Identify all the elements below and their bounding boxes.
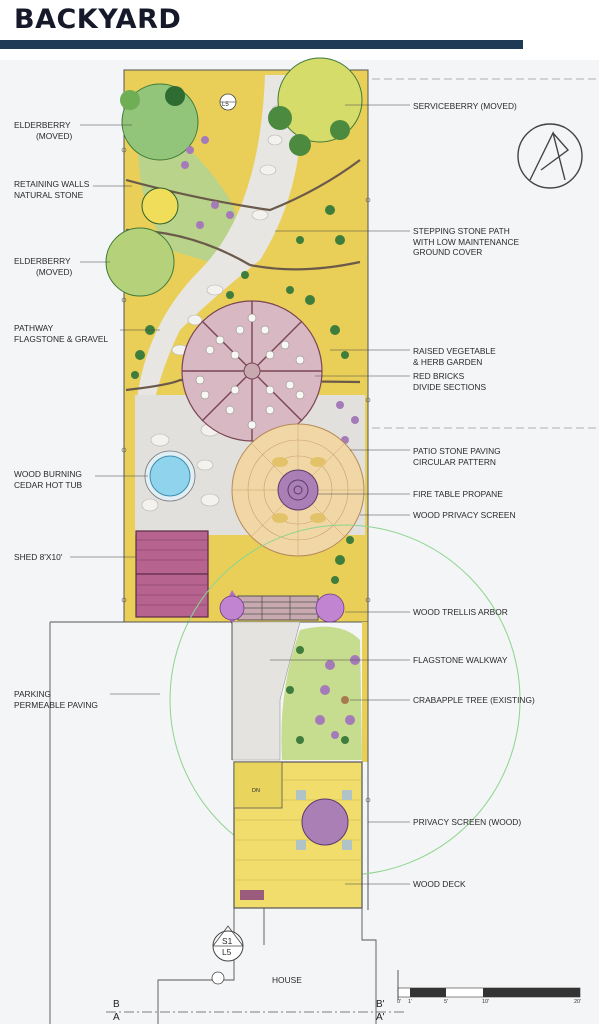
label-patio: PATIO STONE PAVING CIRCULAR PATTERN xyxy=(413,446,501,467)
retaining-wall-3 xyxy=(125,228,361,271)
label-elderberry-top: ELDERBERRY (MOVED) xyxy=(14,120,73,141)
label-stepping-stone: STEPPING STONE PATH WITH LOW MAINTENANCE… xyxy=(413,226,520,257)
shrub-cluster xyxy=(330,120,350,140)
detail-tag-bottom-text: L5 xyxy=(222,947,232,957)
detail-tag-top-text: S1 xyxy=(222,936,233,946)
scale-label-10: 10' xyxy=(482,999,490,1005)
label-serviceberry: SERVICEBERRY (MOVED) xyxy=(413,101,517,111)
label-fire-table: FIRE TABLE PROPANE xyxy=(413,489,503,499)
elderberry-mid-canopy xyxy=(105,227,175,297)
north-arrow-icon xyxy=(517,123,583,189)
label-retaining-walls: RETAINING WALLS NATURAL STONE xyxy=(14,179,90,200)
label-hot-tub: WOOD BURNING CEDAR HOT TUB xyxy=(14,469,83,490)
trellis-arbor xyxy=(219,590,345,625)
scale-label-20: 20' xyxy=(574,999,582,1005)
label-walkway: FLAGSTONE WALKWAY xyxy=(413,655,508,665)
wood-deck xyxy=(233,761,363,909)
page-title: BACKYARD xyxy=(14,4,182,35)
section-marker-b: B xyxy=(113,999,120,1010)
deck-note: DN xyxy=(252,788,260,794)
patio-circular-paving xyxy=(231,423,365,557)
label-parking: PARKING PERMEABLE PAVING xyxy=(14,689,98,710)
label-privacy-screen-lower: PRIVACY SCREEN (WOOD) xyxy=(413,817,522,827)
shrub-cluster xyxy=(120,90,140,110)
deck-table xyxy=(301,798,349,846)
label-deck: WOOD DECK xyxy=(413,879,466,889)
shrub-cluster xyxy=(165,86,185,106)
scale-bar xyxy=(397,970,581,1000)
vegetable-garden-circle xyxy=(181,300,323,442)
label-crabapple: CRABAPPLE TREE (EXISTING) xyxy=(413,695,535,705)
house-label: HOUSE xyxy=(272,975,302,985)
label-vegetable-garden: RAISED VEGETABLE & HERB GARDEN xyxy=(413,346,496,367)
section-marker-b-prime: B' xyxy=(376,999,385,1010)
label-red-bricks: RED BRICKS DIVIDE SECTIONS xyxy=(413,371,487,392)
detail-tag-icon xyxy=(212,925,244,962)
label-pathway: PATHWAY FLAGSTONE & GRAVEL xyxy=(14,323,109,344)
retaining-wall-2 xyxy=(125,378,361,392)
shrub-cluster xyxy=(141,187,179,225)
marker-icon xyxy=(211,971,225,985)
gravel-path xyxy=(135,75,302,520)
shrub-cluster xyxy=(289,134,311,156)
section-marker-a: A xyxy=(113,1012,120,1023)
label-trellis: WOOD TRELLIS ARBOR xyxy=(413,607,508,617)
scale-label-1: 1' xyxy=(408,999,413,1005)
label-elderberry-mid: ELDERBERRY (MOVED) xyxy=(14,256,73,277)
detail-tag-small-icon xyxy=(219,93,237,111)
shrub-cluster xyxy=(268,106,292,130)
label-wood-privacy-screen: WOOD PRIVACY SCREEN xyxy=(413,510,516,520)
hot-tub xyxy=(144,450,196,502)
shed xyxy=(135,530,209,618)
scale-label-0: 0' xyxy=(397,999,402,1005)
label-shed: SHED 8'x10' xyxy=(14,552,63,562)
section-marker-a-prime: A' xyxy=(376,1012,385,1023)
flagstone-walkway xyxy=(231,621,301,761)
title-underline xyxy=(0,40,523,49)
scale-label-5: 5' xyxy=(444,999,449,1005)
detail-tag-small-text: L5 xyxy=(222,102,229,108)
fire-table xyxy=(277,469,319,511)
